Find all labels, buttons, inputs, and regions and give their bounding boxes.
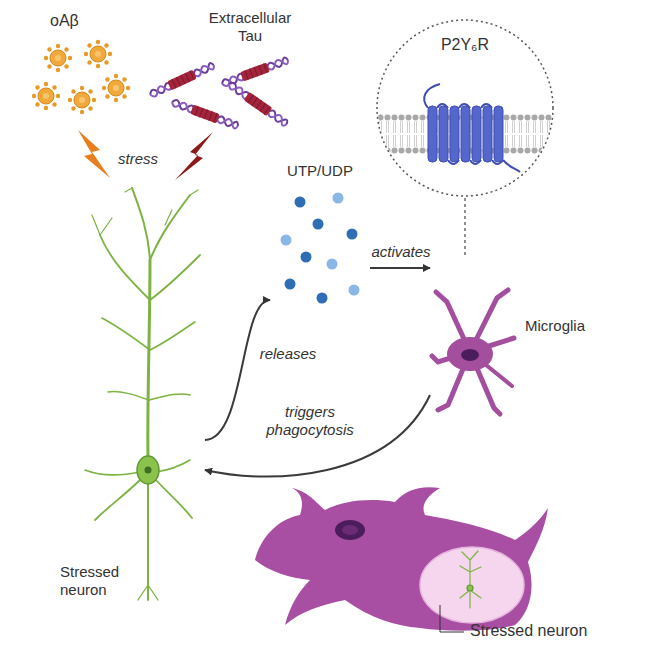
dashed-link	[464, 198, 465, 255]
nucleotide-node: UTP/UDP	[270, 160, 370, 310]
node-text: P2Y₆R	[375, 36, 555, 54]
edge-label: releases	[254, 345, 322, 363]
process-arrow	[370, 267, 430, 269]
phagocytic-microglia	[255, 487, 548, 632]
edge-label: triggers phagocytosis	[256, 403, 364, 439]
oligomer-cluster	[32, 40, 130, 114]
stress-label: stress	[118, 150, 168, 168]
microglia-drawing	[432, 290, 514, 414]
node-text: Stressed neuron	[60, 563, 140, 599]
node-text: UTP/UDP	[270, 162, 370, 180]
neuron-drawing	[85, 188, 200, 600]
receptor-inset: P2Y₆R	[375, 18, 555, 198]
engulfed-neuron-label: Stressed neuron	[470, 622, 620, 640]
process-arrow	[205, 395, 430, 477]
oligomer-label: oAβ	[50, 12, 110, 30]
nucleotide-dots	[281, 193, 360, 304]
neuron-node: Stressed neuron	[55, 185, 205, 605]
edge-label: activates	[366, 243, 436, 261]
tau-fibrils	[148, 55, 289, 130]
stress-bolt	[175, 132, 213, 180]
stress-bolt	[78, 130, 110, 178]
tau-label: Extracellular Tau	[205, 9, 295, 45]
microglia-node: Microglia	[430, 255, 620, 425]
node-text: Microglia	[525, 317, 617, 335]
membrane-receptor	[377, 84, 553, 172]
